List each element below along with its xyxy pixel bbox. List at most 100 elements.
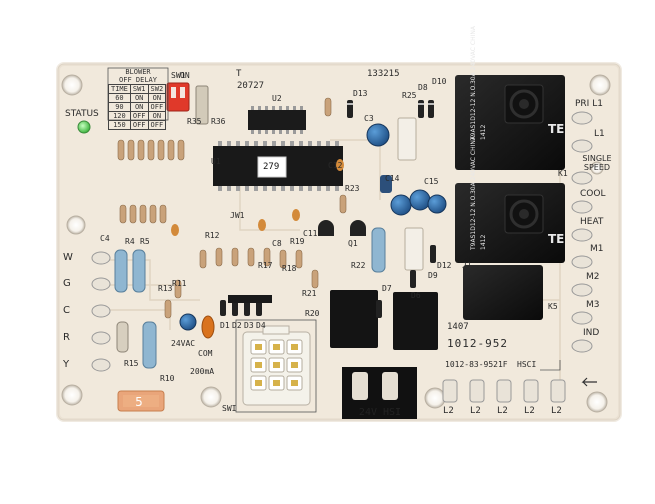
relay-k5 [463,265,543,320]
terminal-label-ind: IND [583,328,600,338]
designator-r35: R35 [187,117,202,126]
designator-k1: K1 [558,169,568,178]
designator-c3: C3 [364,114,374,123]
designator-r21: R21 [302,289,317,298]
designator-k5: K5 [548,302,558,311]
com-label: COM [198,349,213,358]
ceramic-capacitor [201,315,215,339]
table-cell: OFF [129,111,149,121]
terminal-label-y: Y [63,359,70,370]
table-cell: ON [147,111,167,121]
blower-delay-table: TIME SW1 SW2 60 ON ON 90 ON OFF 120 OFF … [108,84,167,130]
terminal-label-r: R [63,332,70,343]
relay-k2-brand: TE [548,232,565,246]
designator-c4: C4 [100,234,110,243]
ic-marking-label: 279 [263,162,280,172]
terminal-label-l1: L1 [594,129,605,139]
terminal-label-l2: L2 [551,406,562,416]
designator-r19: R19 [290,237,305,246]
hsi-connector [342,367,417,419]
designator-d2: D2 [232,321,242,330]
terminal-label-m1: M1 [590,244,604,254]
terminal-label-single-speed: SINGLE SPEED [582,154,612,172]
relay-small-1 [330,290,378,348]
relay-k2-text: T9AS1D12-12 N.O.30A 240VAC CHINA [470,136,477,250]
serial-label: 133215 [367,69,400,79]
terminal-label-heat: HEAT [580,217,604,227]
dip-switch [166,82,190,112]
designator-d13: D13 [353,89,368,98]
designator-c11: C11 [303,229,318,238]
sw1-label: SW1 [171,71,186,80]
electrolytic-capacitors [179,123,447,331]
designator-u1: U1 [211,157,221,166]
left-terminal-pads [91,251,111,372]
designator-r25: R25 [402,91,417,100]
molex-connector [242,325,311,406]
terminal-label-c: C [63,305,70,316]
ic-u2 [248,110,306,130]
table-cell: OFF [147,120,167,130]
right-terminal-pads [571,111,593,353]
bottom-terminal-pads [442,379,566,403]
table-header-row: TIME SW1 SW2 [108,84,167,94]
designator-r10: R10 [160,374,175,383]
terminal-label-l2: L2 [497,406,508,416]
blower-delay-title: BLOWER OFF DELAY [108,68,168,84]
designator-d9: D9 [428,271,438,280]
table-row: 60 ON ON [108,93,167,103]
designator-d6: D6 [411,291,421,300]
status-led [77,120,91,134]
mounting-holes [61,74,611,413]
hsi-connector-label: 24V HSI [358,407,402,418]
designator-r23: R23 [345,184,360,193]
designator-jw1: JW1 [230,211,245,220]
designator-d1: D1 [220,321,230,330]
power-label: 24VAC [171,339,196,348]
designator-d10: D10 [432,77,447,86]
designator-r12: R12 [205,231,220,240]
table-cell: 60 [108,93,131,103]
assembly-code-label: 1012-83-9521F [445,360,508,369]
table-cell: ON [147,93,167,103]
blower-delay-title-line2: OFF DELAY [119,76,157,84]
table-header-cell: TIME [108,84,131,94]
terminal-label-pri-l1: PRI L1 [575,99,603,109]
table-header-cell: SW2 [147,84,167,94]
fuse-value: 5 [135,395,143,409]
table-cell: ON [129,102,149,112]
designator-t: T [236,69,242,79]
designator-d7: D7 [382,284,392,293]
table-row: 90 ON OFF [108,102,167,112]
designator-d12: D12 [437,261,452,270]
relay-k1-lot: 1412 [480,124,487,140]
designator-u2: U2 [272,94,282,103]
designator-r36: R36 [211,117,226,126]
terminal-label-l2: L2 [443,406,454,416]
designator-r15: R15 [124,359,139,368]
terminal-label-w: W [63,252,73,263]
designator-j1: J1 [462,261,472,270]
table-cell: 120 [108,111,131,121]
designator-r13: R13 [158,284,173,293]
terminal-label-cool: COOL [580,189,606,199]
table-row: 150 OFF OFF [108,120,167,130]
designator-r20: R20 [305,309,320,318]
pcb-code-label: 20727 [237,81,265,91]
designator-r22: R22 [351,261,366,270]
table-header-cell: SW1 [129,84,149,94]
designator-c12: C12 [328,161,343,170]
designator-r5: R5 [140,237,150,246]
relay-k2 [455,183,565,263]
lot-code-label: 1407 [447,322,469,332]
table-cell: 150 [108,120,131,130]
designator-d8: D8 [418,83,428,92]
terminal-label-g: G [63,278,71,289]
terminal-label-m2: M2 [586,272,600,282]
designator-c15: C15 [424,177,439,186]
hsci-label: HSCI [517,360,537,369]
relay-k1-brand: TE [548,122,565,136]
on-label: ON [180,71,190,80]
